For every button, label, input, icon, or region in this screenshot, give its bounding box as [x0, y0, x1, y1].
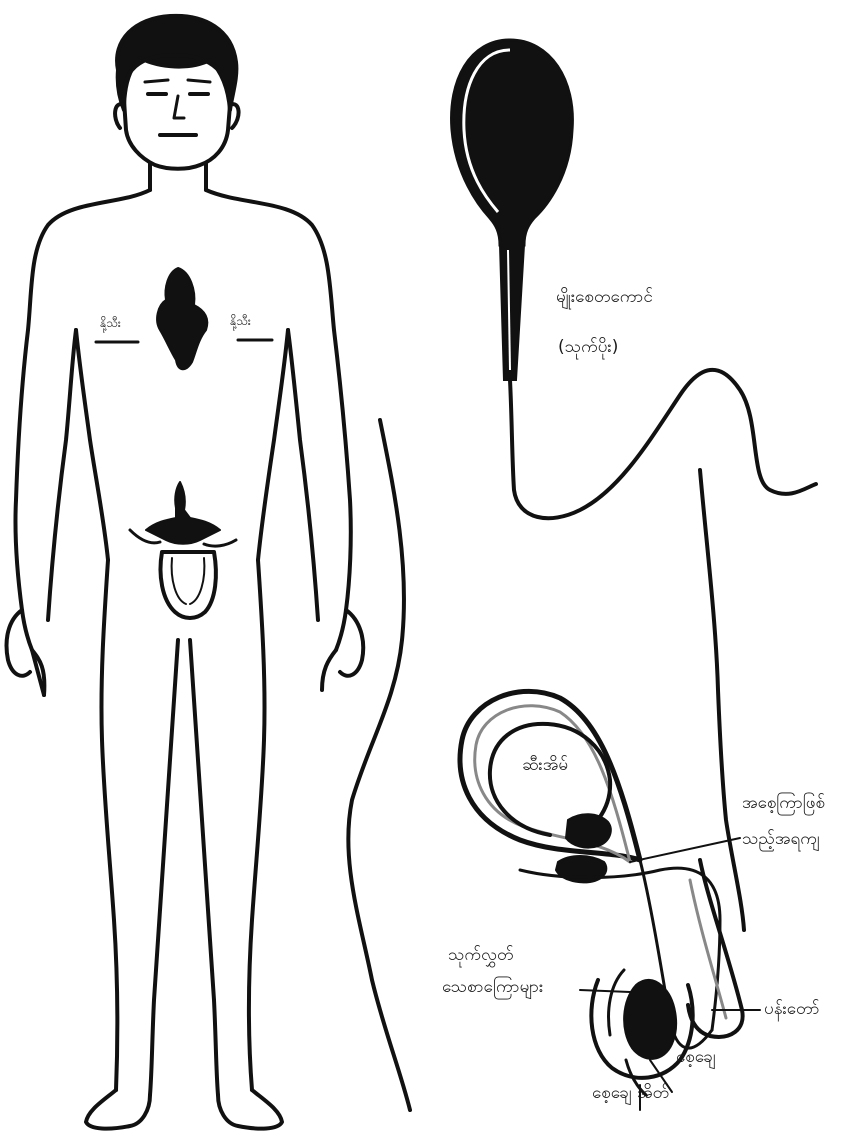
sperm-duct-label-2: သေစာကြောများ: [442, 976, 543, 998]
torso-left: [76, 330, 108, 560]
right-leg-inner: [190, 640, 218, 1095]
sperm-duct-label-1: သုက်လွှတ်: [448, 944, 514, 966]
chest-left-label: နို့သီး: [100, 316, 121, 332]
seminal-gland-label-1: အစေ့ကြာဖြစ်: [742, 792, 825, 814]
penis-label: ပန်းတော်: [764, 998, 820, 1020]
body-back-contour: [348, 420, 410, 1110]
left-brow: [145, 80, 168, 82]
sperm-enlarged-label: (သုက်ပိုး): [558, 336, 618, 358]
testis-sac: [161, 552, 216, 618]
right-foot: [218, 1090, 282, 1129]
sperm-midpiece: [500, 245, 524, 380]
sperm-cell: [452, 40, 816, 518]
human-figure: [7, 16, 364, 1129]
body-left-outline: [15, 190, 150, 695]
sperm-tail: [510, 370, 816, 518]
left-leg-outer: [101, 560, 117, 1090]
left-leg-inner: [150, 640, 178, 1095]
sperm-label: မျိုးစေတကောင်: [556, 286, 653, 308]
chest-right-label: နို့သီး: [230, 314, 251, 330]
right-brow: [188, 80, 210, 82]
testis-inner: [172, 558, 205, 604]
chest-gland: [157, 268, 207, 369]
right-leg-outer: [249, 560, 265, 1090]
bladder-label: ဆီးအိမ်: [522, 754, 568, 776]
left-inner-arm: [48, 330, 76, 620]
seminal-gland: [566, 814, 611, 847]
torso-right: [258, 330, 288, 560]
body-front-contour: [700, 470, 744, 930]
sperm-head: [452, 40, 573, 245]
seminal-gland-label-2: သည့်အရကျ: [742, 828, 820, 850]
groin-gland: [146, 482, 220, 544]
leader-sperm-duct: [580, 990, 630, 992]
nose: [174, 96, 184, 118]
testis: [624, 980, 676, 1059]
left-foot: [86, 1090, 150, 1129]
scrotum-label: စေ့ချေ အိတ်: [592, 1082, 669, 1104]
leader-seminal-gland: [630, 838, 740, 862]
right-inner-arm: [288, 330, 318, 620]
head-outline: [124, 55, 230, 169]
testis-label: စေ့ချေ: [676, 1046, 716, 1068]
